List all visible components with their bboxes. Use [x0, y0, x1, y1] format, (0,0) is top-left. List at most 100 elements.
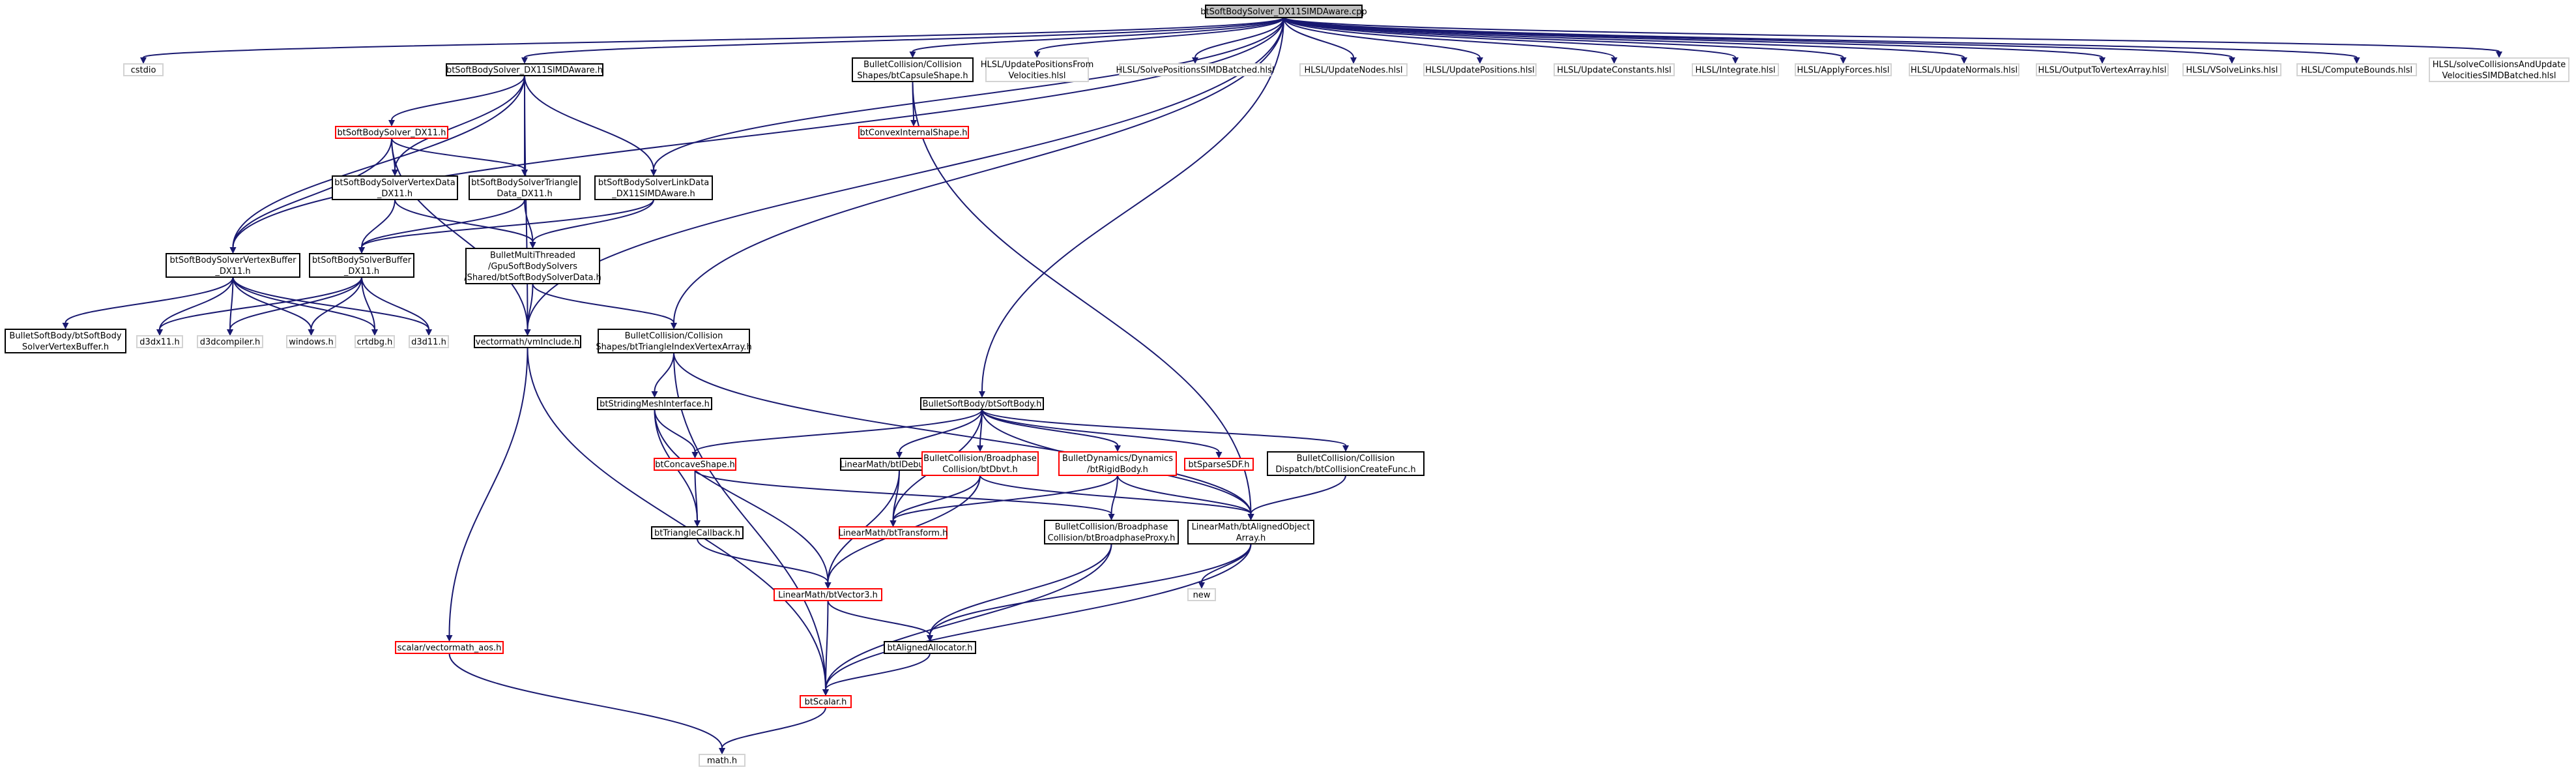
node-smi[interactable]: btStridingMeshInterface.h	[597, 397, 712, 410]
node-d3d11[interactable]: d3d11.h	[409, 335, 449, 348]
edge-vmath-to-vaos	[448, 347, 528, 636]
node-tricb[interactable]: btTriangleCallback.h	[651, 526, 744, 539]
edge-ldata-to-gpu	[532, 199, 654, 243]
node-box-h_vsl	[2182, 63, 2281, 76]
node-h_unr[interactable]: HLSL/UpdateNormals.hlsl	[1909, 63, 2019, 76]
node-h_up[interactable]: HLSL/UpdatePositions.hlsl	[1423, 63, 1537, 76]
node-softbody[interactable]: BulletSoftBody/btSoftBody.h	[920, 397, 1044, 410]
node-vbuf[interactable]: btSoftBodySolverVertexBuffer_DX11.h	[166, 253, 300, 278]
edge-smi-to-vector3	[654, 409, 829, 583]
node-vdata[interactable]: btSoftBodySolverVertexData_DX11.h	[332, 175, 458, 200]
node-dbvt[interactable]: BulletCollision/BroadphaseCollision/btDb…	[921, 451, 1039, 476]
node-ccf[interactable]: BulletCollision/CollisionDispatch/btColl…	[1267, 451, 1425, 476]
node-box-scalar	[800, 695, 852, 708]
edge-aalloc-to-scalar	[825, 653, 931, 690]
node-h_otv[interactable]: HLSL/OutputToVertexArray.hlsl	[2036, 63, 2169, 76]
node-box-transform	[839, 526, 948, 539]
node-d3dx11[interactable]: d3dx11.h	[136, 335, 183, 348]
node-windows[interactable]: windows.h	[286, 335, 336, 348]
arrowhead-softbody-to-debugdraw	[896, 452, 903, 458]
arrowhead-rigid-to-bproxy	[1108, 514, 1115, 520]
node-box-concave	[654, 458, 736, 471]
node-vaos[interactable]: scalar/vectormath_aos.h	[395, 641, 504, 654]
node-root[interactable]: btSoftBodySolver_DX11SIMDAware.cpp	[1200, 5, 1367, 18]
node-vector3[interactable]: LinearMath/btVector3.h	[774, 588, 882, 601]
arrowhead-root-to-aware_h	[521, 57, 528, 64]
edge-aware_h-to-dx11h	[391, 75, 525, 121]
node-box-rigid	[1058, 451, 1177, 476]
arrowhead-sbuf-to-d3dx11	[156, 329, 163, 336]
node-h_vsl[interactable]: HLSL/VSolveLinks.hlsl	[2182, 63, 2281, 76]
node-scalar[interactable]: btScalar.h	[800, 695, 852, 708]
node-label-cstdio-line-0: cstdio	[131, 66, 156, 76]
arrowhead-vector3-to-aalloc	[927, 635, 933, 642]
node-box-vmath	[474, 335, 581, 348]
node-label-gpu-line-0: BulletMultiThreaded	[490, 251, 575, 261]
arrowhead-vbuf-to-bsvb	[62, 323, 69, 329]
edge-root-to-h_cb	[1283, 17, 2358, 58]
node-aalloc[interactable]: btAlignedAllocator.h	[884, 641, 976, 654]
edge-root-to-h_upv	[1036, 17, 1284, 52]
node-h_af[interactable]: HLSL/ApplyForces.hlsl	[1795, 63, 1892, 76]
node-label-gpu-line-2: /Shared/btSoftBodySolverData.h	[464, 273, 601, 283]
arrowhead-ccf-to-aoa	[1247, 514, 1254, 520]
arrowhead-root-to-h_int	[1732, 57, 1739, 64]
node-sdf[interactable]: btSparseSDF.h	[1184, 458, 1254, 471]
node-crtdbg[interactable]: crtdbg.h	[355, 335, 395, 348]
node-label-vbuf-line-1: _DX11.h	[214, 267, 250, 276]
node-box-h_un	[1299, 63, 1408, 76]
node-concave[interactable]: btConcaveShape.h	[654, 458, 736, 471]
node-label-sbuf-line-0: btSoftBodySolverBuffer	[312, 256, 412, 265]
edge-vdata-to-sbuf	[361, 199, 396, 248]
node-convex[interactable]: btConvexInternalShape.h	[858, 126, 969, 139]
nodes-layer: btSoftBodySolver_DX11SIMDAware.cppcstdio…	[5, 5, 2569, 767]
node-h_un[interactable]: HLSL/UpdateNodes.hlsl	[1299, 63, 1408, 76]
arrowhead-root-to-h_vsl	[2229, 57, 2235, 64]
node-new[interactable]: new	[1187, 588, 1216, 601]
node-aware_h[interactable]: btSoftBodySolver_DX11SIMDAware.h	[446, 63, 603, 76]
node-label-sdf-line-0: btSparseSDF.h	[1189, 460, 1250, 470]
node-sbuf[interactable]: btSoftBodySolverBuffer_DX11.h	[309, 253, 414, 278]
node-h_cb[interactable]: HLSL/ComputeBounds.hlsl	[2296, 63, 2417, 76]
node-label-convex-line-0: btConvexInternalShape.h	[860, 128, 968, 138]
node-gpu[interactable]: BulletMultiThreaded/GpuSoftBodySolvers/S…	[464, 248, 601, 284]
arrowhead-aoa-to-new	[1198, 582, 1205, 589]
node-h_uc[interactable]: HLSL/UpdateConstants.hlsl	[1554, 63, 1675, 76]
node-vmath[interactable]: vectormath/vmInclude.h	[474, 335, 581, 348]
node-box-crtdbg	[355, 335, 395, 348]
node-bsvb[interactable]: BulletSoftBody/btSoftBodySolverVertexBuf…	[5, 329, 126, 353]
node-label-transform-line-0: LinearMath/btTransform.h	[839, 529, 948, 539]
arrowhead-root-to-h_unr	[1961, 57, 1967, 64]
node-box-d3dx11	[136, 335, 183, 348]
node-box-sdf	[1184, 458, 1254, 471]
node-tiva[interactable]: BulletCollision/CollisionShapes/btTriang…	[596, 329, 752, 353]
node-bproxy[interactable]: BulletCollision/BroadphaseCollision/btBr…	[1044, 520, 1179, 544]
edge-root-to-h_sps	[1194, 17, 1284, 58]
node-h_sc[interactable]: HLSL/solveCollisionsAndUpdateVelocitiesS…	[2429, 57, 2569, 82]
node-label-scalar-line-0: btScalar.h	[805, 698, 847, 707]
edge-ldata-to-sbuf	[361, 199, 654, 248]
node-label-vdata-line-0: btSoftBodySolverVertexData	[334, 178, 456, 188]
node-label-dbvt-line-1: Collision/btDbvt.h	[942, 465, 1018, 475]
node-label-vaos-line-0: scalar/vectormath_aos.h	[398, 644, 502, 653]
edge-smi-to-concave	[654, 409, 696, 453]
node-h_sps[interactable]: HLSL/SolvePositionsSIMDBatched.hlsl	[1116, 63, 1275, 76]
edge-tiva-to-aoa	[673, 352, 1252, 514]
node-dx11h[interactable]: btSoftBodySolver_DX11.h	[335, 126, 448, 139]
node-box-dbvt	[921, 451, 1039, 476]
node-capsule[interactable]: BulletCollision/CollisionShapes/btCapsul…	[852, 57, 974, 82]
arrowhead-root-to-h_sc	[2496, 52, 2502, 58]
node-ldata[interactable]: btSoftBodySolverLinkData_DX11SIMDAware.h	[594, 175, 713, 200]
arrowhead-gpu-to-vmath	[524, 329, 531, 336]
node-cstdio[interactable]: cstdio	[123, 63, 164, 76]
node-h_int[interactable]: HLSL/Integrate.hlsl	[1692, 63, 1779, 76]
node-math[interactable]: math.h	[699, 754, 745, 767]
edge-capsule-to-aoa	[912, 81, 1252, 514]
node-rigid[interactable]: BulletDynamics/Dynamics/btRigidBody.h	[1058, 451, 1177, 476]
node-transform[interactable]: LinearMath/btTransform.h	[839, 526, 948, 539]
node-d3dcomp[interactable]: d3dcompiler.h	[197, 335, 263, 348]
